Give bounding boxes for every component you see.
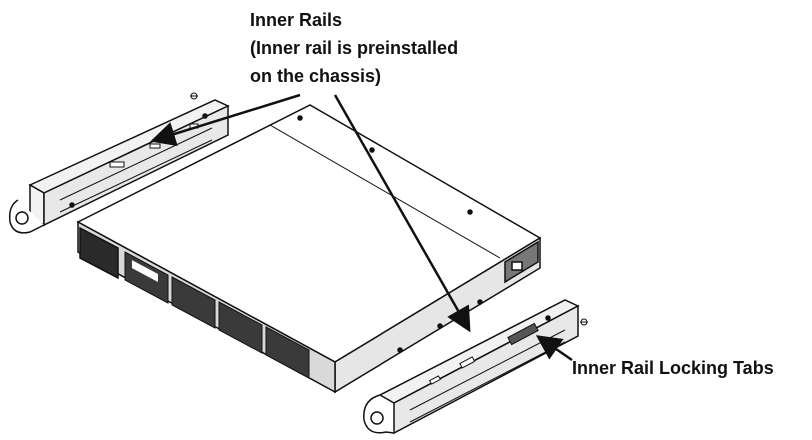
server-chassis: [76, 104, 542, 394]
arrow-to-locking-tabs: [535, 335, 573, 362]
locking-tabs-label: Inner Rail Locking Tabs: [572, 358, 774, 378]
arrow-to-left-rail: [150, 93, 301, 147]
screw-left: [190, 92, 198, 100]
arrow-to-right-rail: [333, 94, 471, 333]
inner-rails-title: Inner Rails: [250, 10, 343, 30]
inner-rails-note-line1: (Inner rail is preinstalled: [250, 38, 459, 58]
screw-right: [580, 318, 588, 326]
inner-rail-left: [8, 99, 230, 234]
inner-rails-label: Inner Rails (Inner rail is preinstalled …: [250, 6, 458, 90]
inner-rails-note-line2: on the chassis): [250, 66, 382, 86]
callout-arrows: [150, 93, 573, 362]
